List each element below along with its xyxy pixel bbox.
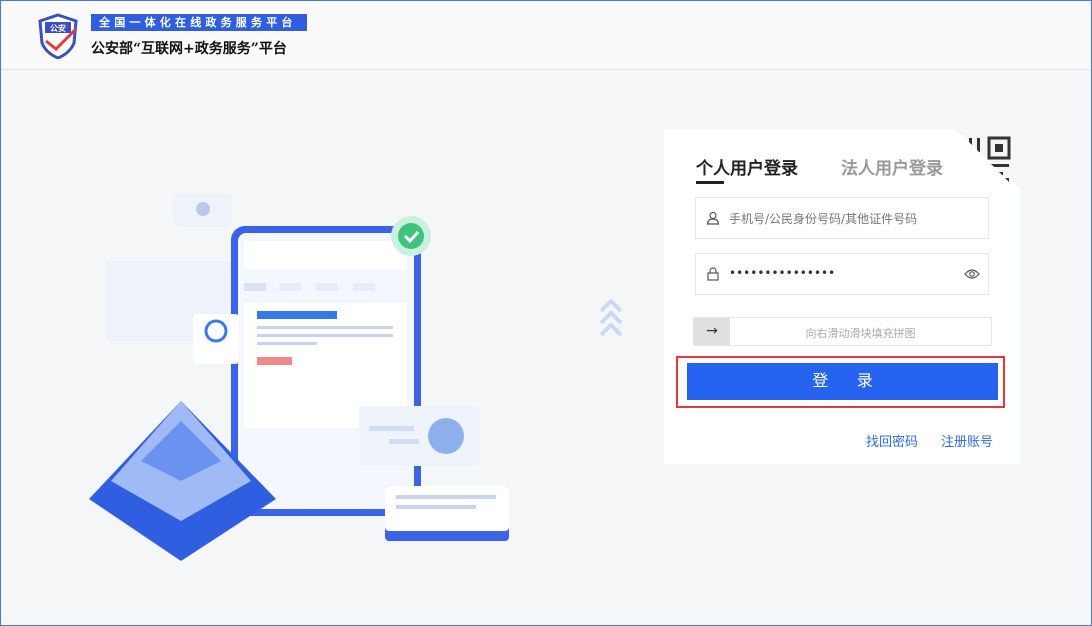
header: 公安 全国一体化在线政务服务平台 公安部“互联网+政务服务”平台: [2, 2, 1090, 70]
login-button[interactable]: 登 录: [687, 363, 998, 400]
qr-code-login-icon[interactable]: [961, 134, 1013, 186]
brand-title: 公安部“互联网+政务服务”平台: [91, 41, 287, 57]
tab-personal-login[interactable]: 个人用户登录: [696, 159, 798, 179]
active-tab-indicator: [696, 181, 724, 184]
login-card: [664, 129, 1020, 464]
password-input[interactable]: •••••••••••••••: [695, 253, 989, 295]
slogan-banner: 全国一体化在线政务服务平台: [91, 14, 307, 31]
username-input[interactable]: 手机号/公民身份号码/其他证件号码: [695, 197, 989, 239]
username-placeholder: 手机号/公民身份号码/其他证件号码: [729, 212, 918, 226]
slider-captcha[interactable]: → 向右滑动滑块填充拼图: [693, 317, 992, 346]
forgot-password-link[interactable]: 找回密码: [866, 435, 919, 450]
police-shield-logo: 公安: [38, 13, 78, 59]
lock-icon: [707, 267, 719, 281]
login-button-highlight: [676, 356, 1005, 408]
slider-hint: 向右滑动滑块填充拼图: [805, 327, 916, 340]
slider-handle[interactable]: →: [694, 318, 730, 345]
tab-corporate-login[interactable]: 法人用户登录: [841, 159, 943, 179]
illustration: [89, 193, 623, 561]
logo-text: 公安: [50, 23, 66, 33]
user-icon: [706, 211, 720, 225]
password-value: •••••••••••••••: [729, 266, 836, 280]
show-password-eye-icon[interactable]: [964, 268, 980, 280]
register-link[interactable]: 注册账号: [941, 435, 994, 450]
